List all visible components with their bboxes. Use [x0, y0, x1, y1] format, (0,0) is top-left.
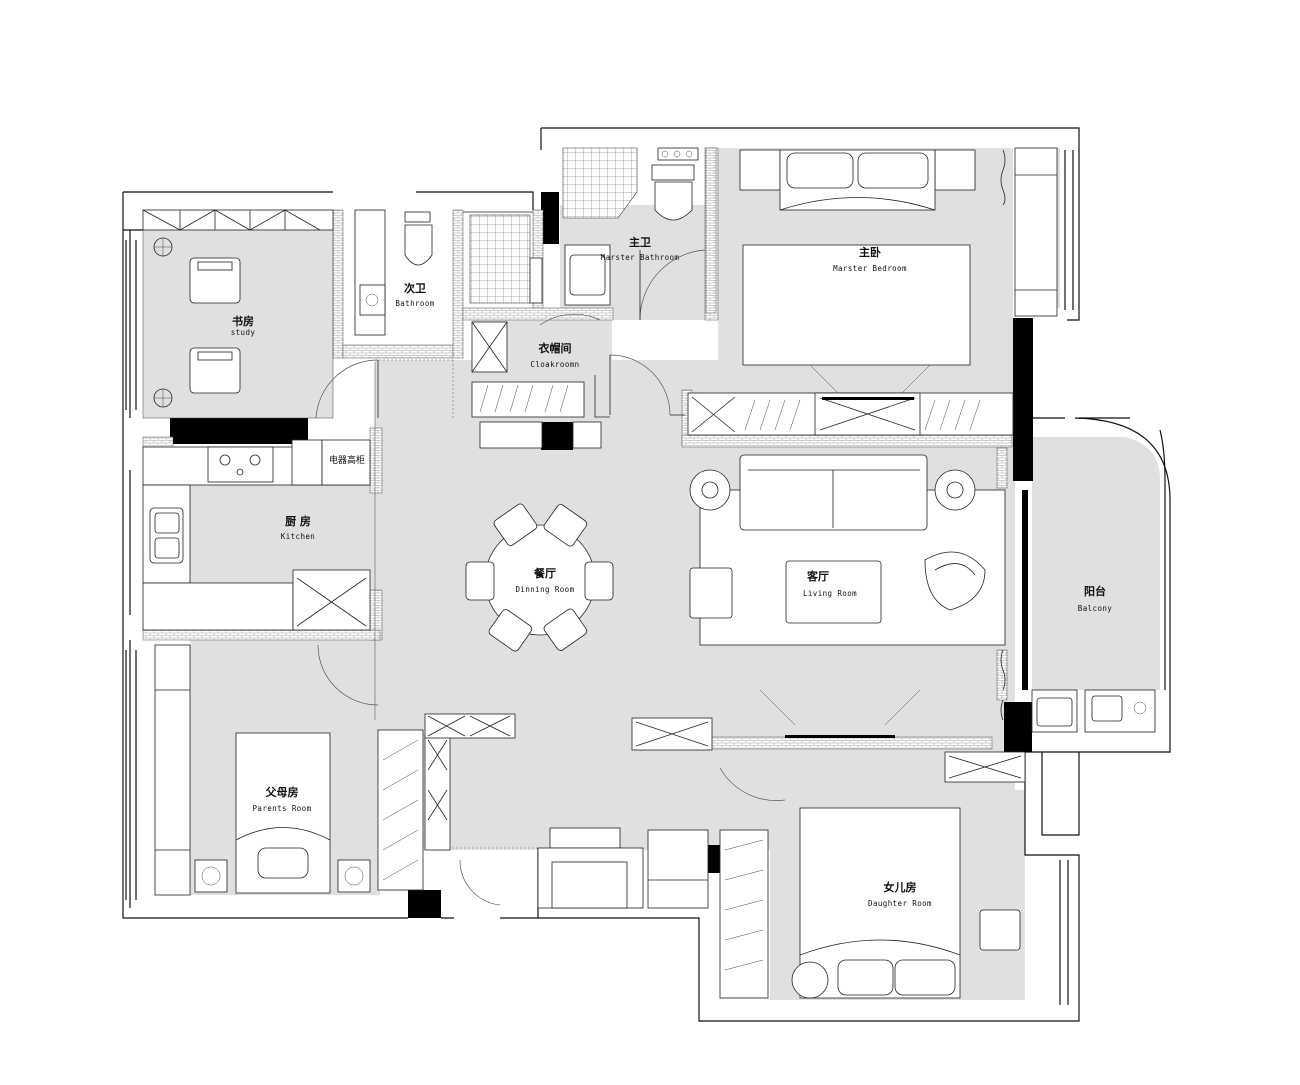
- parents-label-zh: 父母房: [265, 785, 299, 799]
- master-bedroom-label-zh: 主卧: [859, 245, 881, 259]
- living-label-en: Living Room: [803, 589, 857, 598]
- entry-area: [452, 827, 709, 909]
- kitchen: [142, 362, 376, 720]
- partition-walls: [142, 147, 1013, 750]
- master-bath-label-zh: 主卫: [629, 235, 651, 249]
- dining-label-en: Dinning Room: [516, 585, 575, 594]
- master-bathroom: [562, 147, 706, 321]
- kitchen-label-en: Kitchen: [281, 532, 315, 541]
- master-bedroom: [739, 147, 1058, 396]
- parents-label-en: Parents Room: [253, 804, 312, 813]
- living-label-zh: 客厅: [806, 569, 829, 583]
- study-label-zh: 书房: [232, 314, 254, 328]
- room-labels: 书房 study 次卫 Bathroom 主卫 Marster Bathroom…: [231, 235, 1112, 908]
- cloakroom-label-zh: 衣帽间: [539, 341, 572, 355]
- master-bath-label-en: Marster Bathroom: [601, 253, 680, 262]
- cloakroom: [471, 313, 685, 449]
- dining-table: [465, 503, 614, 652]
- daughter-label-zh: 女儿房: [884, 880, 917, 894]
- daughter-label-en: Daughter Room: [868, 899, 932, 908]
- structural-columns: [170, 192, 1033, 918]
- outer-walls: [122, 127, 1171, 1022]
- door-swings: [315, 359, 454, 419]
- balcony-label-en: Balcony: [1078, 604, 1112, 613]
- study-label-en: study: [231, 328, 256, 337]
- dining-label-zh: 餐厅: [533, 566, 556, 580]
- second-bath-label-zh: 次卫: [404, 281, 426, 295]
- daughter-room: [719, 699, 1021, 999]
- kitchen-label-zh: 厨 房: [285, 514, 311, 528]
- second-bathroom: [354, 209, 543, 336]
- living-room: [631, 454, 1006, 751]
- parents-room: [154, 644, 516, 896]
- study-room: [142, 209, 334, 419]
- master-bedroom-label-en: Marster Bedroom: [833, 264, 907, 273]
- wardrobe-row: [687, 392, 1014, 436]
- balcony: [944, 689, 1156, 783]
- appliance-cabinet-label: 电器高柜: [329, 454, 365, 466]
- balcony-label-zh: 阳台: [1084, 584, 1106, 598]
- second-bath-label-en: Bathroom: [395, 299, 434, 308]
- cloakroom-label-en: Cloakroomn: [530, 360, 579, 369]
